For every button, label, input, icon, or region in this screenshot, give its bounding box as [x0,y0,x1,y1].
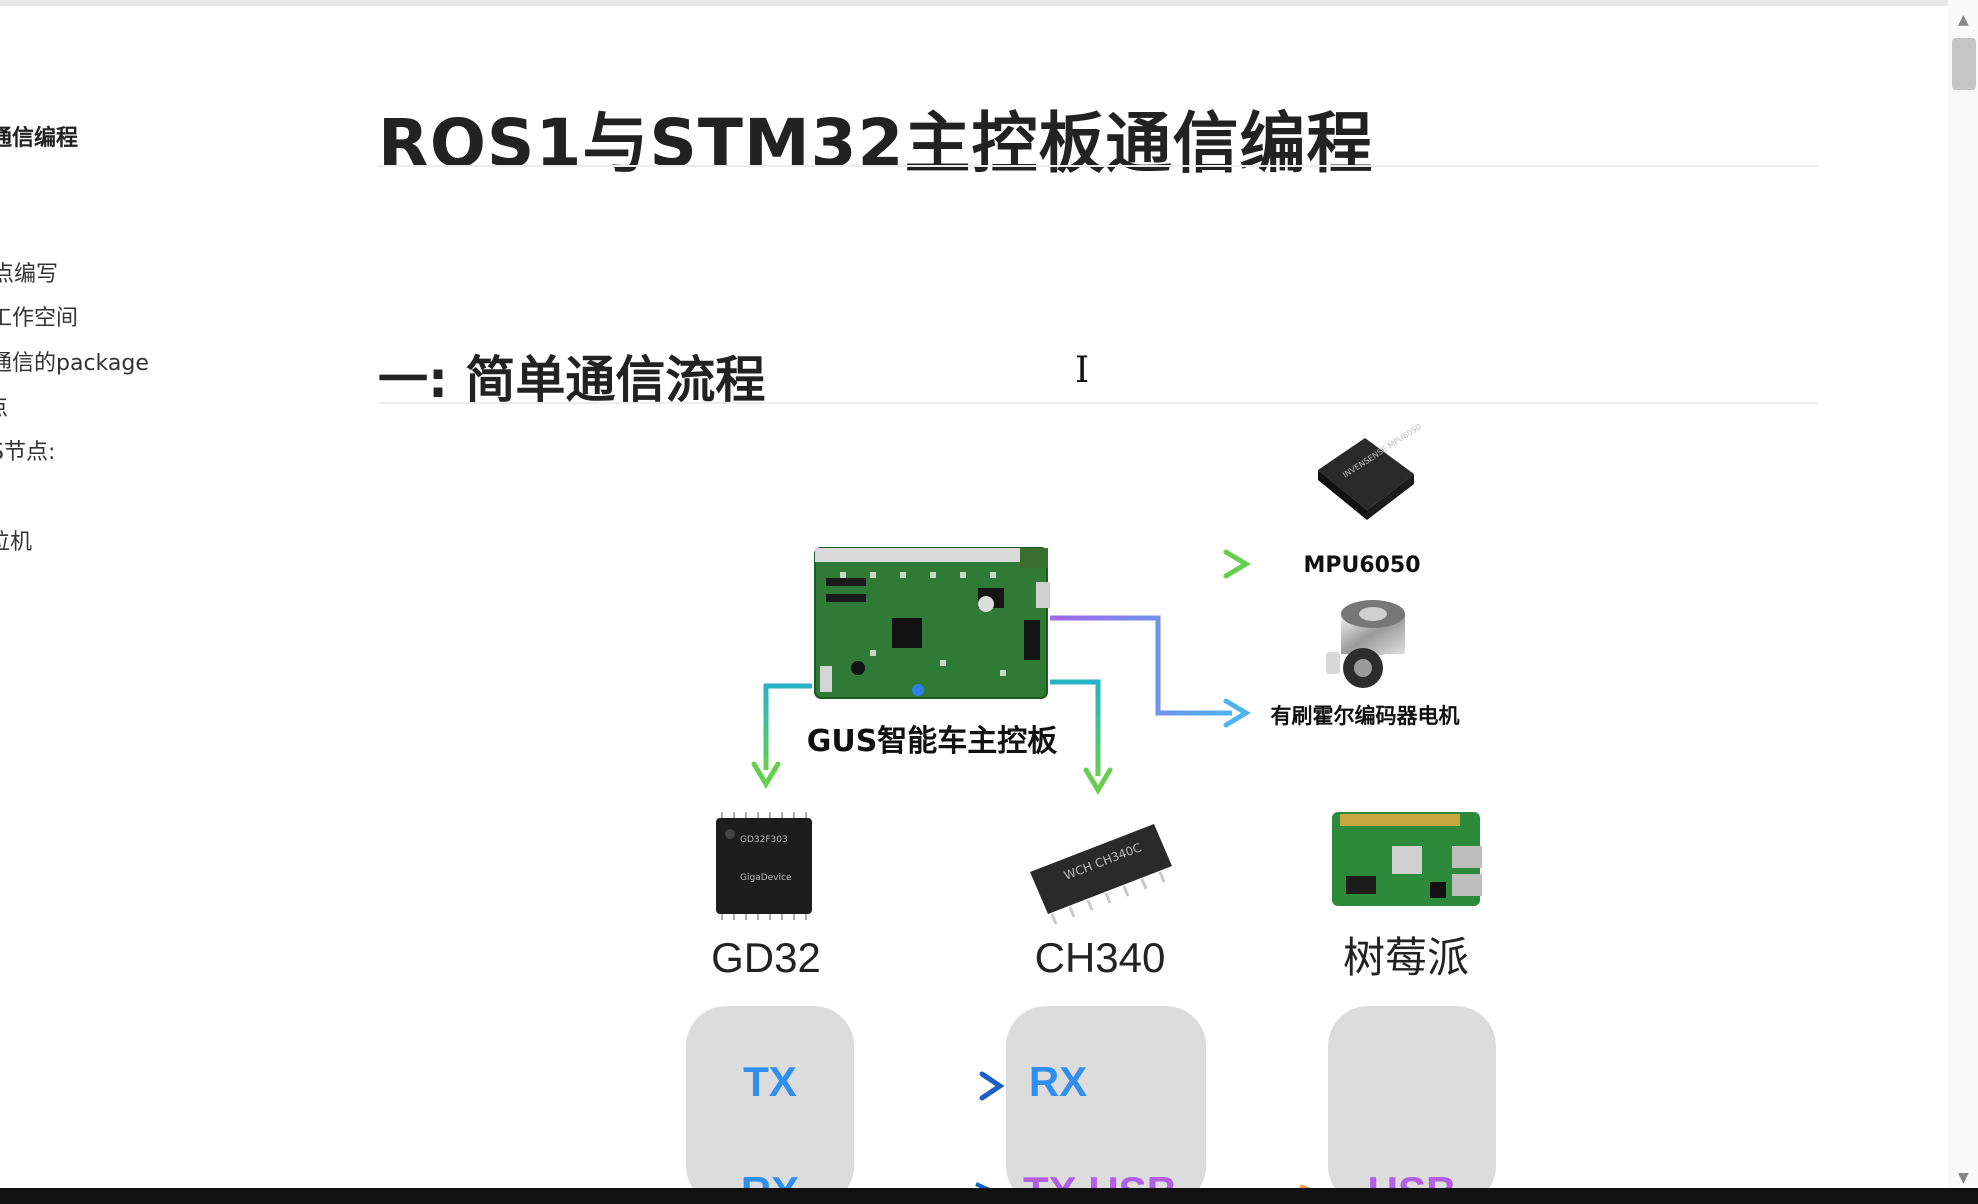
gd32-label: GD32 [711,934,821,981]
raspberry-pi-icon [1332,812,1482,906]
toc-item-workspace[interactable]: 工作空间 [0,306,79,331]
toc-item-title[interactable]: 通信编程 [0,126,79,151]
motor-icon [1326,600,1405,688]
toc-item-host[interactable]: 位机 [0,530,33,555]
ch340-rx-label: RX [1029,1058,1087,1105]
section-divider [378,402,1818,404]
tx-to-rx-arrow [858,1071,1005,1101]
motor-label: 有刷霍尔编码器电机 [1271,704,1460,728]
toc-item-package[interactable]: 通信的package [0,351,149,376]
raspberry-pi-label: 树莓派 [1343,933,1469,982]
title-divider [378,165,1818,167]
toc-item-node-writing[interactable]: 点编写 [0,262,59,287]
window-top-border [0,0,1978,6]
arrow-to-gd32 [751,683,812,789]
arrow-to-motor [1050,615,1251,728]
gd32-chip-icon: GD32F303 GigaDevice [716,812,812,920]
main-board-icon [814,547,1050,699]
toc-item-ros-node[interactable]: S节点: [0,440,56,465]
svg-text:GD32F303: GD32F303 [740,835,788,845]
arrow-to-mpu [1050,549,1251,579]
gd32-port-box [686,1006,854,1204]
vertical-scrollbar[interactable] [1948,0,1978,1188]
ch340-port-box [1006,1006,1206,1204]
gd32-tx-label: TX [743,1058,797,1105]
text-cursor-icon: I [1075,350,1090,391]
scroll-down-arrow-icon[interactable]: ▼ [1958,1170,1969,1186]
pi-port-box [1328,1006,1496,1204]
section-heading: 一: 简单通信流程 [378,351,766,409]
mpu6050-label: MPU6050 [1303,553,1420,578]
bottom-frame-border [0,1188,1978,1204]
mpu6050-chip-icon: INVENSENSE MPU6050 [1318,422,1423,520]
ch340-chip-icon: WCH CH340C [1030,824,1172,925]
arrow-to-ch340 [1050,679,1113,795]
toc-item-node[interactable]: 点 [0,390,8,422]
main-board-label: GUS智能车主控板 [807,724,1058,759]
page-title: ROS1与STM32主控板通信编程 [378,105,1374,182]
scroll-up-arrow-icon[interactable]: ▲ [1958,12,1969,28]
scrollbar-thumb[interactable] [1952,38,1976,90]
ch340-label: CH340 [1035,934,1166,981]
svg-text:GigaDevice: GigaDevice [740,873,792,883]
